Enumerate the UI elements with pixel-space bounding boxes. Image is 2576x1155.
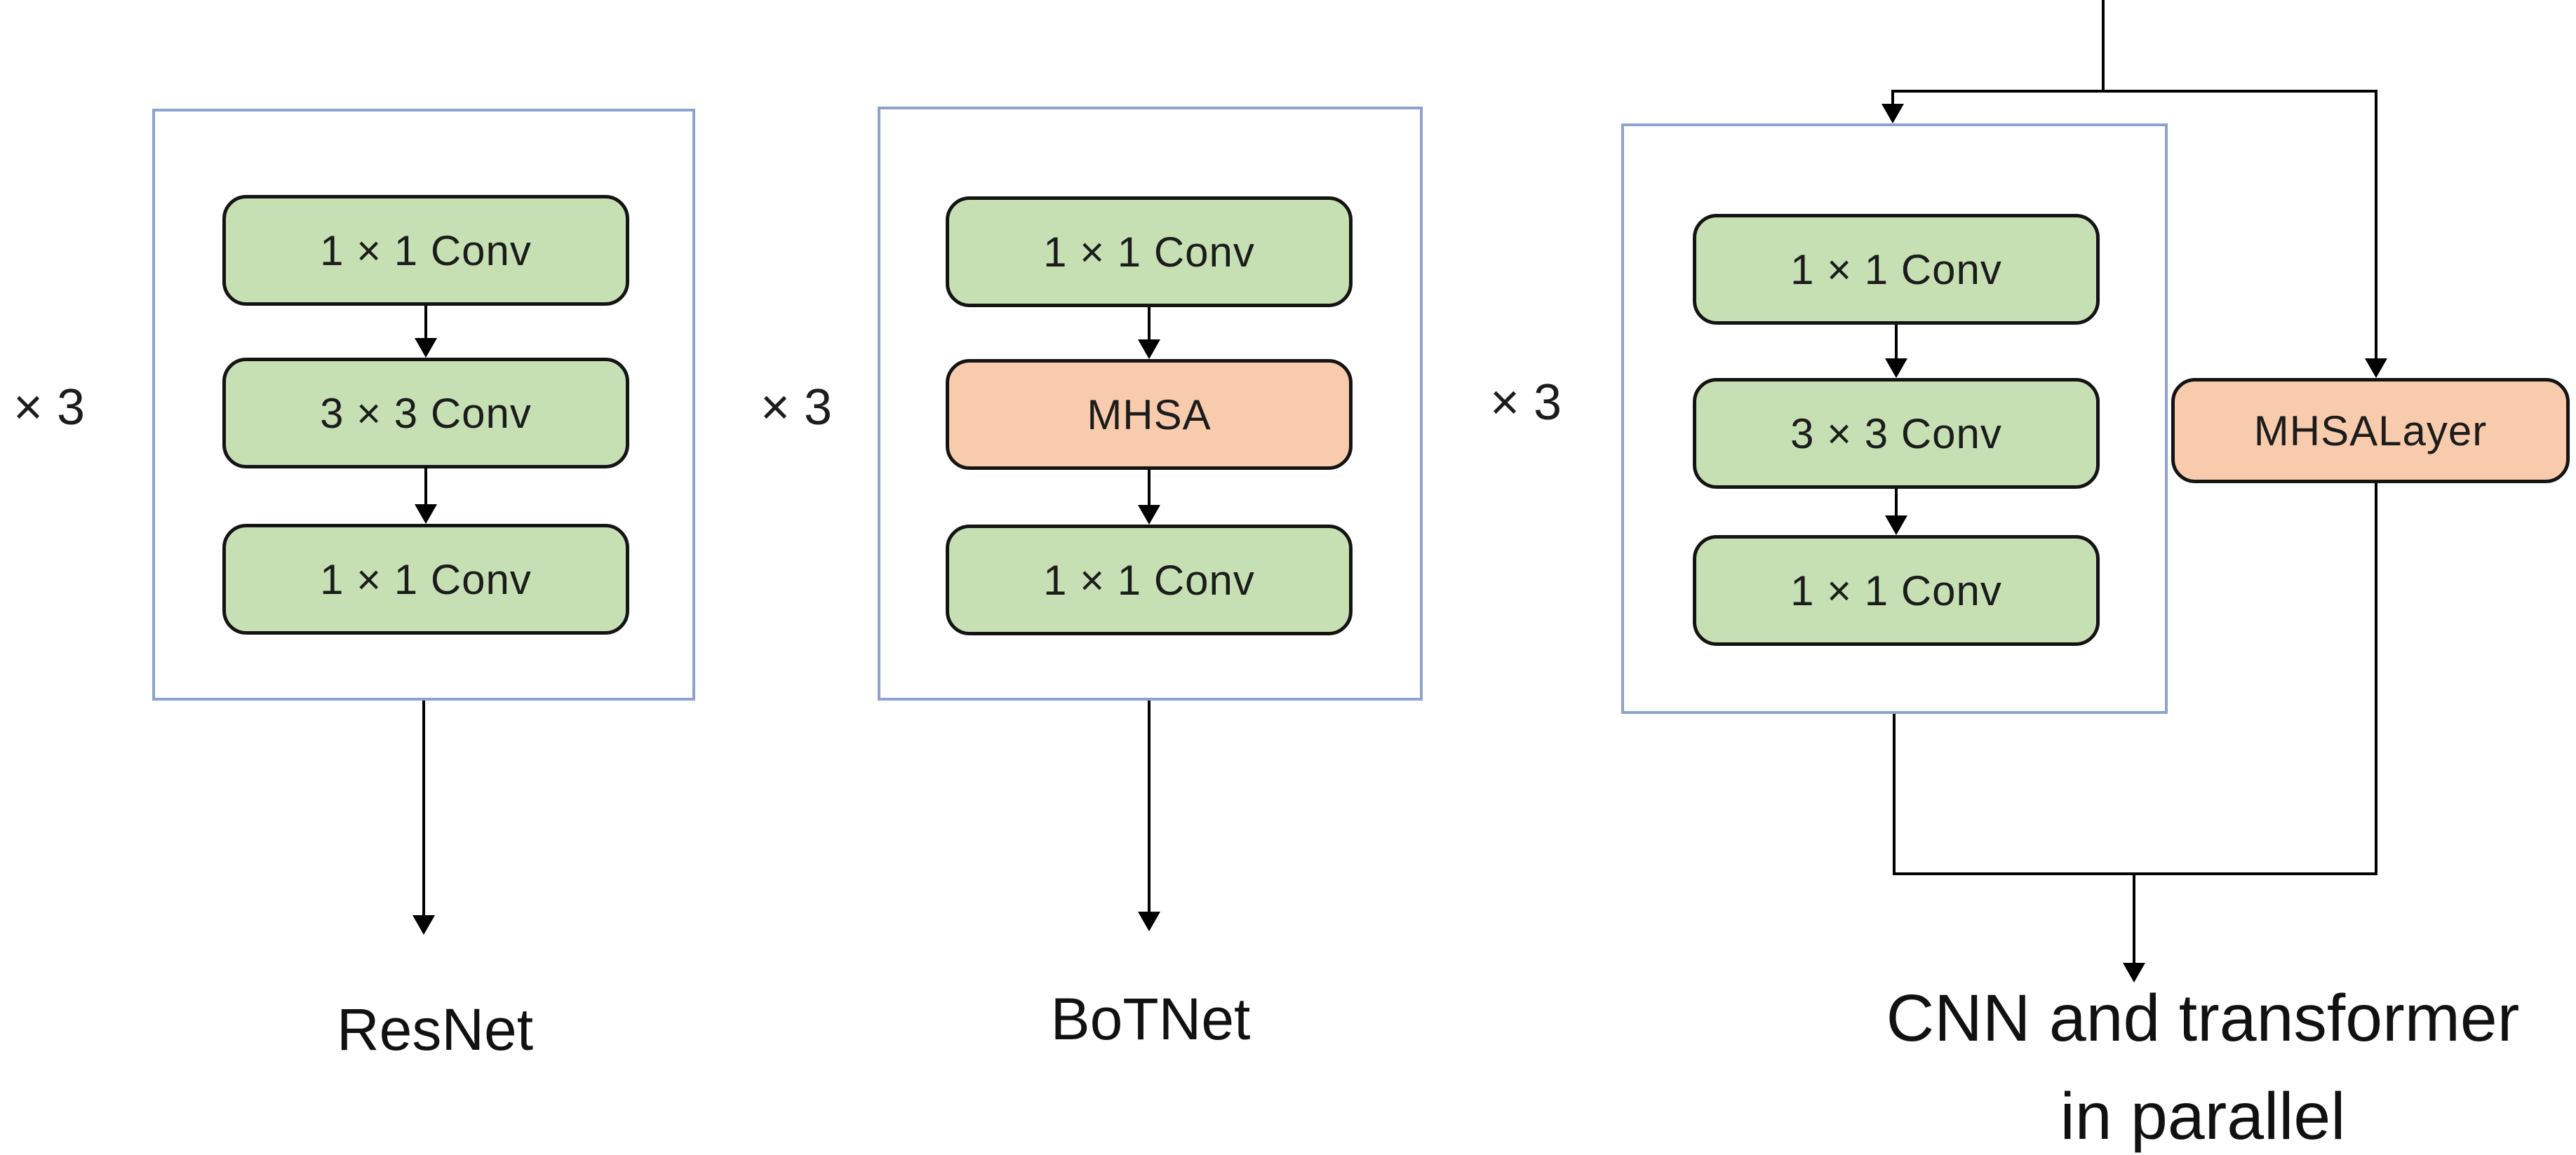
parallel-right-branch-line: [2375, 90, 2377, 360]
parallel-mhsalayer-label: MHSALayer: [2253, 407, 2488, 454]
parallel-conv1-node: 1 × 1 Conv: [1693, 214, 2100, 325]
botnet-conv3-label: 1 × 1 Conv: [1043, 556, 1255, 604]
botnet-output-arrowhead: [1138, 912, 1160, 931]
resnet-multiplier-label: × 3: [13, 379, 86, 435]
parallel-input-line: [2102, 0, 2105, 93]
botnet-multiplier-label: × 3: [760, 379, 833, 435]
resnet-conv2-label: 3 × 3 Conv: [320, 389, 532, 437]
botnet-conv3-node: 1 × 1 Conv: [946, 525, 1353, 635]
parallel-arrow2-head: [1885, 515, 1907, 535]
parallel-arrow1-head: [1885, 358, 1907, 378]
parallel-output-line: [2133, 872, 2135, 964]
parallel-multiplier-label: × 3: [1489, 374, 1562, 431]
botnet-conv1-node: 1 × 1 Conv: [946, 196, 1353, 307]
botnet-arrow1-head: [1138, 339, 1160, 359]
resnet-arrow1-head: [415, 338, 437, 358]
botnet-conv1-label: 1 × 1 Conv: [1043, 228, 1255, 276]
botnet-mhsa-label: MHSA: [1087, 391, 1212, 438]
resnet-output-arrowhead: [412, 915, 435, 935]
parallel-conv3-label: 1 × 1 Conv: [1790, 567, 2002, 614]
parallel-cnn-branch-down-line: [1893, 714, 1896, 875]
botnet-arrow2-line: [1148, 470, 1151, 506]
resnet-conv1-label: 1 × 1 Conv: [320, 227, 532, 274]
resnet-arrow2-line: [424, 468, 427, 506]
parallel-conv1-label: 1 × 1 Conv: [1790, 245, 2002, 293]
botnet-mhsa-node: MHSA: [946, 359, 1353, 470]
parallel-arrow2-line: [1895, 489, 1898, 517]
parallel-caption-line2: in parallel: [2060, 1079, 2346, 1154]
botnet-caption: BoTNet: [1050, 986, 1251, 1052]
parallel-output-arrowhead: [2123, 963, 2145, 982]
resnet-conv2-node: 3 × 3 Conv: [222, 358, 629, 468]
parallel-arrow1-line: [1895, 325, 1898, 360]
resnet-arrow2-head: [415, 504, 437, 524]
resnet-output-line: [422, 701, 425, 917]
resnet-conv3-node: 1 × 1 Conv: [222, 524, 629, 635]
botnet-output-line: [1148, 701, 1151, 913]
parallel-right-branch-arrowhead: [2365, 358, 2387, 378]
parallel-conv3-node: 1 × 1 Conv: [1693, 535, 2100, 646]
resnet-caption: ResNet: [336, 997, 534, 1062]
parallel-mhsalayer-node: MHSALayer: [2171, 378, 2570, 483]
botnet-arrow2-head: [1138, 505, 1160, 525]
resnet-arrow1-line: [424, 306, 427, 341]
parallel-caption-line1: CNN and transformer: [1886, 981, 2520, 1055]
parallel-conv2-label: 3 × 3 Conv: [1790, 410, 2002, 457]
parallel-mhsa-branch-down-line: [2375, 483, 2377, 875]
botnet-arrow1-line: [1148, 307, 1151, 342]
parallel-left-branch-stub: [1891, 90, 1894, 107]
parallel-conv2-node: 3 × 3 Conv: [1693, 378, 2100, 489]
parallel-left-branch-arrowhead: [1881, 104, 1904, 123]
resnet-conv3-label: 1 × 1 Conv: [320, 555, 532, 603]
parallel-branch-top-line: [1891, 90, 2377, 93]
resnet-conv1-node: 1 × 1 Conv: [222, 195, 629, 306]
